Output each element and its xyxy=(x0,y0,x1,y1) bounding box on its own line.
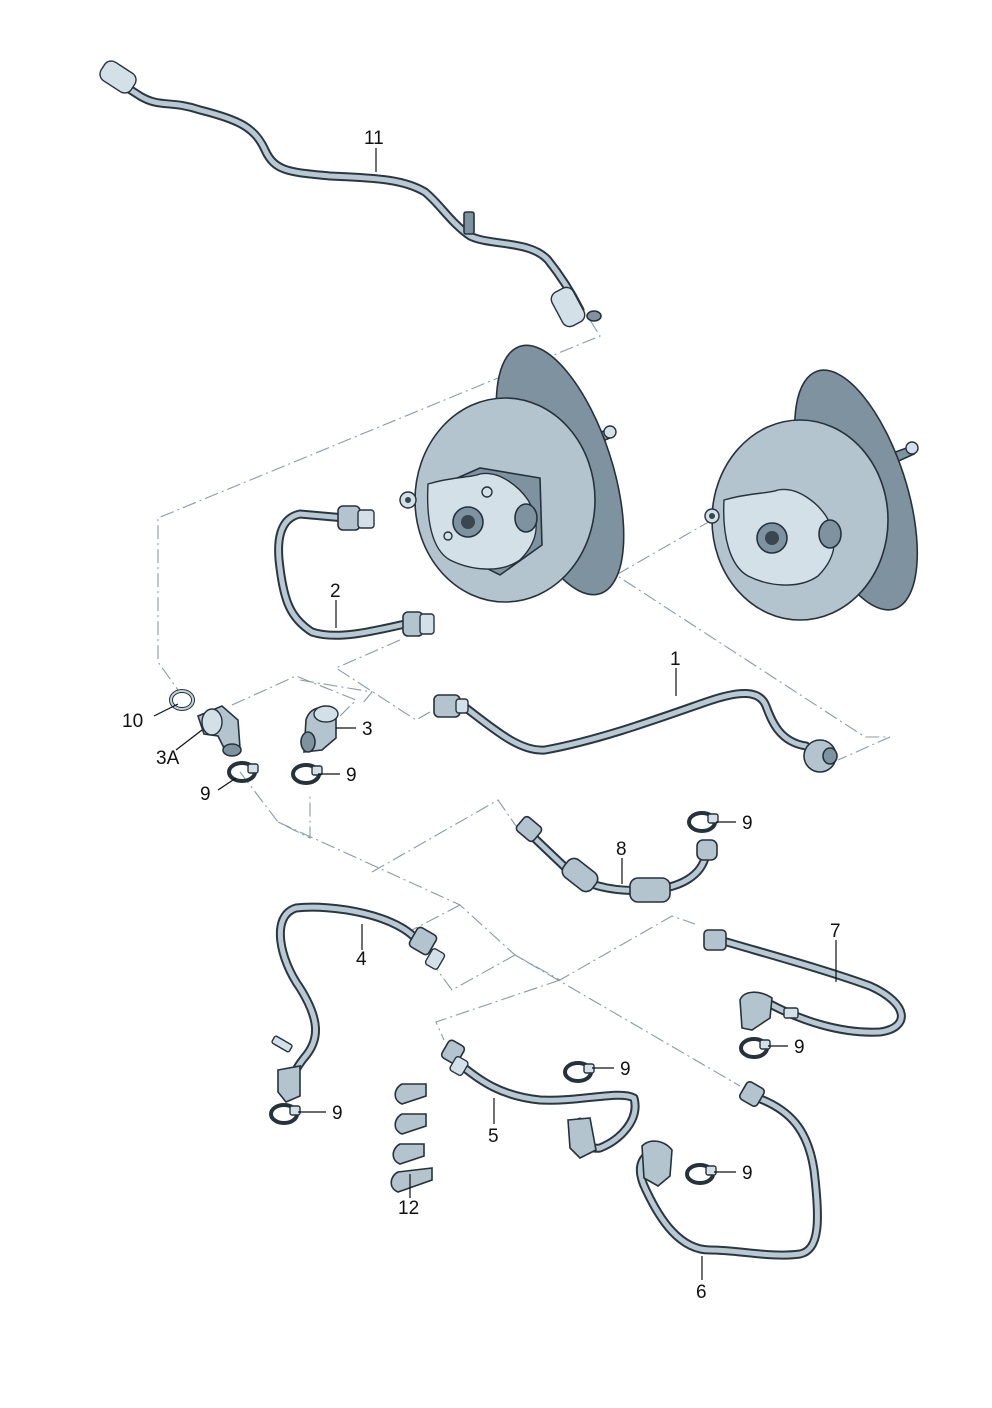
callout-5: 5 xyxy=(488,1126,499,1147)
callout-9-c: 9 xyxy=(742,813,753,834)
part-7-vacuum-hose xyxy=(703,929,906,1037)
callout-8: 8 xyxy=(616,839,627,860)
callout-12: 12 xyxy=(398,1198,419,1219)
callout-7: 7 xyxy=(830,921,841,942)
callout-9-b: 9 xyxy=(346,765,357,786)
clamp-icon xyxy=(291,763,323,785)
part-6-vacuum-hose xyxy=(635,1081,822,1260)
clamp-icon xyxy=(227,761,259,783)
part-5-vacuum-hose xyxy=(440,1039,640,1159)
callout-4: 4 xyxy=(356,949,367,970)
clamp-icon xyxy=(563,1061,595,1083)
part-4-vacuum-hose xyxy=(271,902,446,1103)
clamp-group xyxy=(227,761,771,1185)
callout-1: 1 xyxy=(670,649,681,670)
clamp-icon xyxy=(269,1103,301,1125)
callout-3a: 3A xyxy=(156,748,180,769)
part-2-vacuum-hose xyxy=(274,505,435,640)
brake-booster-right xyxy=(704,369,919,621)
part-1-vacuum-hose xyxy=(433,688,838,773)
part-10-ring xyxy=(169,689,195,711)
callout-6: 6 xyxy=(696,1282,707,1303)
callout-9-d: 9 xyxy=(794,1037,805,1058)
callout-9-g: 9 xyxy=(742,1163,753,1184)
brake-booster-left xyxy=(399,344,625,603)
leader-lines xyxy=(153,148,837,1280)
callout-2: 2 xyxy=(330,581,341,602)
part-3a-elbow xyxy=(197,705,242,757)
callout-labels: 11 2 1 10 3A 3 9 9 9 8 7 4 9 9 5 9 9 12 … xyxy=(122,128,841,1303)
part-12-clips xyxy=(390,1083,433,1193)
clamp-icon xyxy=(739,1037,771,1059)
callout-9-e: 9 xyxy=(620,1059,631,1080)
part-11-vacuum-pipe xyxy=(99,60,602,328)
callout-11: 11 xyxy=(364,128,384,149)
callout-9-a: 9 xyxy=(200,784,211,805)
assembly-dashed-lines xyxy=(157,319,891,1087)
part-3-elbow xyxy=(300,705,339,753)
part-8-pipe-assembly xyxy=(515,815,718,903)
clamp-icon xyxy=(687,811,719,833)
callout-3: 3 xyxy=(362,719,373,740)
clamp-icon xyxy=(685,1163,717,1185)
callout-10: 10 xyxy=(122,711,143,732)
callout-9-f: 9 xyxy=(332,1103,343,1124)
